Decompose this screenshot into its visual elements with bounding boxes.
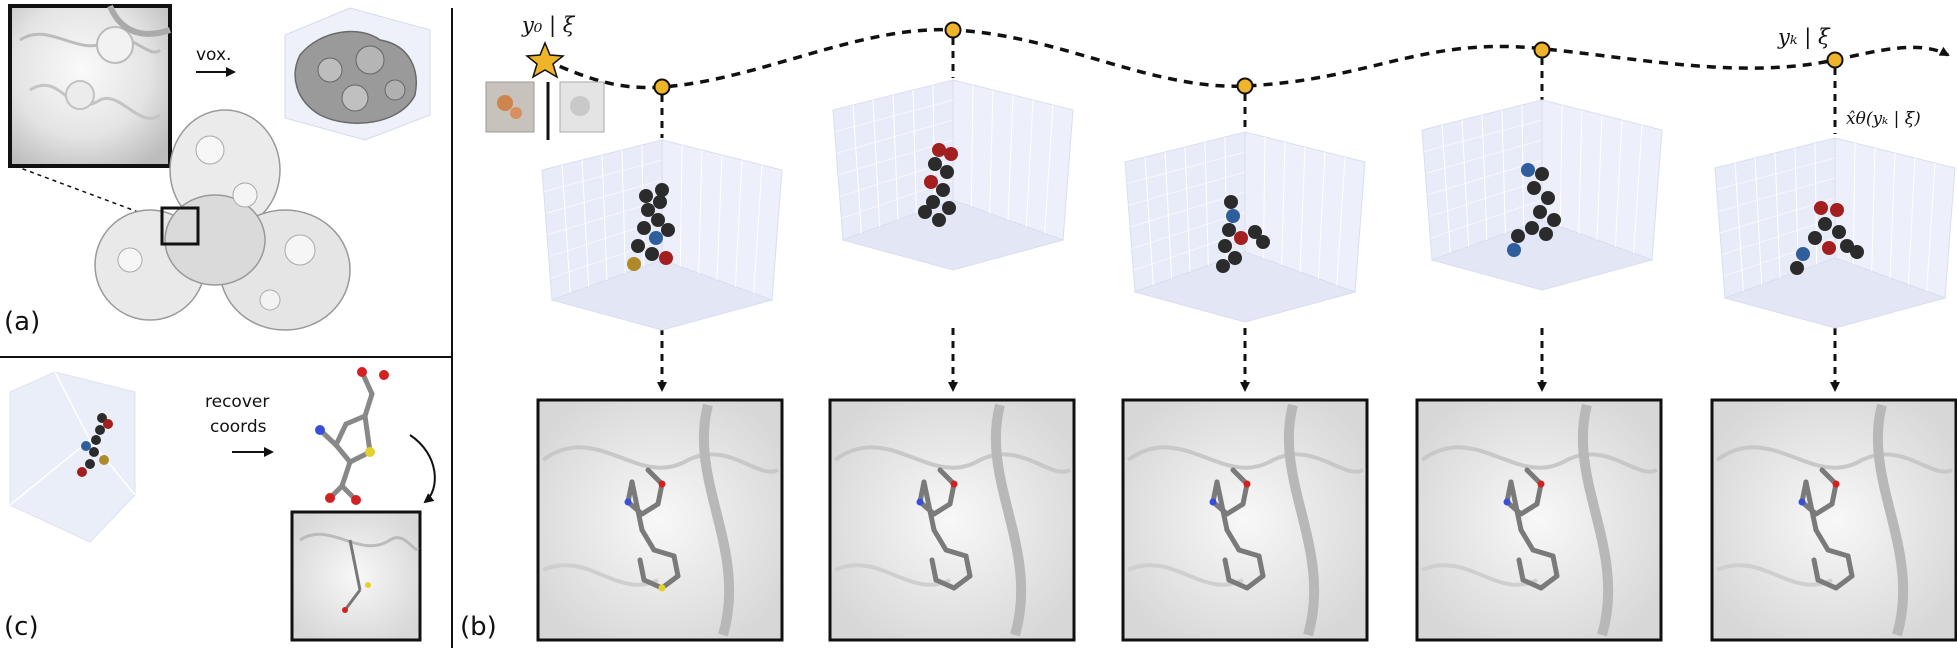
voxelized-box — [284, 7, 431, 141]
pocket-highlight-box — [160, 206, 200, 246]
curved-arrow — [409, 434, 436, 504]
voxel-molecule-4 — [1507, 163, 1561, 257]
surface-zoom-inset — [8, 4, 172, 168]
voxel-molecule-2 — [918, 143, 958, 227]
density-thumbnails — [485, 81, 605, 140]
docked-pose-inset-3 — [1121, 398, 1369, 642]
voxel-cube-5 — [1714, 137, 1956, 329]
step-node-5 — [1826, 51, 1844, 69]
docked-pose-inset-1 — [536, 398, 784, 642]
voxel-cube-1 — [541, 139, 783, 331]
voxel-cube-2 — [832, 79, 1074, 271]
step-node-3 — [1236, 77, 1254, 95]
end-label: yₖ | ξ — [1777, 25, 1831, 50]
start-label: y₀ | ξ — [521, 13, 576, 38]
panel-c: recover coords — [4, 367, 436, 642]
voxel-cube-4 — [1421, 99, 1663, 291]
recovered-molecule — [315, 367, 389, 505]
step-node-4 — [1533, 41, 1551, 59]
step-node-2 — [944, 21, 962, 39]
voxel-molecule-3 — [1216, 195, 1270, 273]
voxel-cube-3 — [1124, 131, 1366, 323]
docked-pose-row — [536, 398, 1957, 642]
docked-pose-inset-c — [290, 510, 422, 642]
panel-b: y₀ | ξ yₖ | ξ x̂θ(yₖ | ξ) — [460, 13, 1957, 642]
voxel-cube-row — [541, 79, 1956, 331]
step-node-1 — [653, 78, 671, 96]
voxel-molecule-5 — [1790, 201, 1864, 275]
docked-pose-inset-5 — [1710, 398, 1957, 642]
estimate-label: x̂θ(yₖ | ξ) — [1846, 109, 1921, 129]
panel-a-label: (a) — [4, 307, 40, 337]
trajectory-path — [544, 27, 1950, 90]
voxel-molecule-1 — [627, 183, 675, 271]
recover-text-line2: coords — [210, 417, 267, 437]
docked-pose-inset-4 — [1415, 398, 1663, 642]
panel-b-label: (b) — [460, 612, 497, 642]
panel-a: vox. (a) — [4, 4, 431, 337]
protein-surface — [94, 109, 351, 331]
recover-text-line1: recover — [205, 392, 269, 412]
panel-c-grid-cube — [9, 371, 136, 543]
docked-pose-inset-2 — [828, 398, 1076, 642]
inset-connector — [14, 165, 166, 223]
vox-label: vox. — [196, 45, 231, 65]
start-star-icon — [525, 41, 565, 79]
panel-c-label: (c) — [4, 612, 39, 642]
